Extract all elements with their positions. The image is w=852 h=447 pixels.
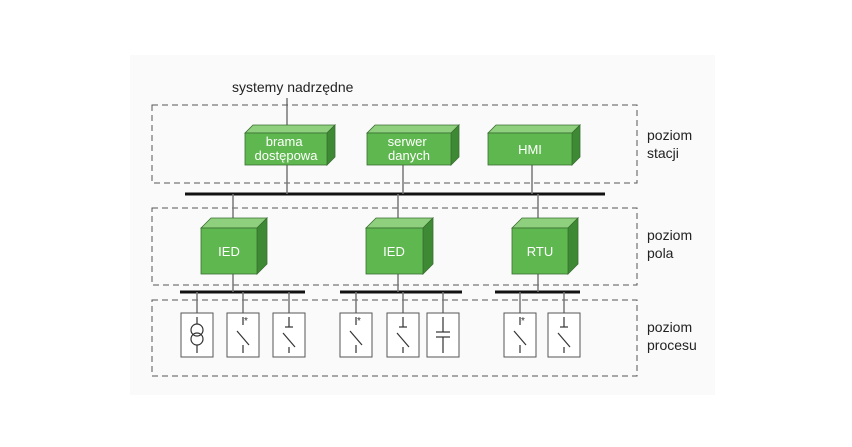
bay-device-ied-2: IED bbox=[365, 217, 434, 275]
bay-device-rtu: RTU bbox=[511, 217, 579, 275]
station-level-frame bbox=[151, 104, 638, 184]
bay-level-label: poziom pola bbox=[647, 227, 696, 261]
disconnector-symbol-icon-1 bbox=[282, 317, 296, 353]
bay-level-frame bbox=[151, 207, 638, 286]
connection-wires bbox=[196, 165, 565, 313]
breaker-symbol-icon-2: * bbox=[349, 316, 363, 353]
data-server-label: serwer danych bbox=[388, 134, 431, 163]
disconnector-symbol-icon-2 bbox=[396, 317, 410, 353]
rtu-label: RTU bbox=[527, 244, 553, 259]
capacitor-symbol-icon bbox=[436, 317, 450, 353]
station-level-label: poziom stacji bbox=[647, 127, 696, 161]
svg-text:*: * bbox=[521, 316, 525, 327]
disconnector-symbol-icon-3 bbox=[557, 317, 571, 353]
svg-text:*: * bbox=[357, 316, 361, 327]
process-level-frame bbox=[151, 299, 638, 377]
transformer-symbol-icon bbox=[190, 317, 204, 353]
svg-text:*: * bbox=[244, 316, 248, 327]
breaker-symbol-icon-3: * bbox=[513, 316, 527, 353]
process-level-label: poziom procesu bbox=[647, 319, 697, 353]
hmi-label: HMI bbox=[518, 142, 542, 157]
station-device-gateway: brama dostępowa bbox=[244, 124, 336, 166]
ied-1-label: IED bbox=[218, 244, 240, 259]
bay-device-ied-1: IED bbox=[200, 217, 268, 275]
gateway-label: brama dostępowa bbox=[255, 134, 319, 163]
station-device-hmi: HMI bbox=[487, 124, 581, 166]
top-systems-label: systemy nadrzędne bbox=[232, 79, 354, 95]
station-device-data-server: serwer danych bbox=[366, 124, 460, 166]
breaker-symbol-icon-1: * bbox=[236, 316, 250, 353]
ied-2-label: IED bbox=[383, 244, 405, 259]
